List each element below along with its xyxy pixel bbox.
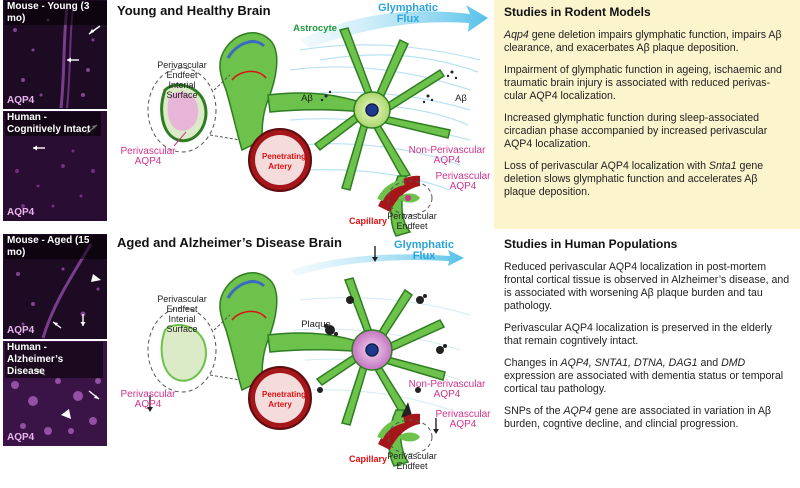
aqp4-stain-label: AQP4 <box>7 325 35 336</box>
vessel-endfeet-bottom <box>219 272 312 430</box>
endfeet-surface-label: Perivascular Endfeet Interial Surface <box>157 294 207 334</box>
human-finding-1: Reduced perivascular AQP4 localization i… <box>504 261 790 312</box>
aqp4-stain-label: AQP4 <box>7 95 35 106</box>
section-title-aged: Aged and Alzheimer’s Disease Brain <box>117 235 342 250</box>
panel-label: Mouse - Young (3 mo) <box>5 1 107 25</box>
rodent-finding-1: Aqp4 gene deletion impairs glymphatic fu… <box>504 29 782 54</box>
glymphatic-flux-label: Glymphatic Flux <box>378 2 438 25</box>
inset-perivascular-bottom <box>147 307 241 412</box>
rodent-finding-2: Impairment of glymphatic function in age… <box>504 64 782 102</box>
glymphatic-flux-arrow-top <box>300 5 488 48</box>
capillary-top <box>377 175 433 216</box>
glymphatic-flux-arrow-bottom <box>290 246 464 276</box>
perivascular-endfeet-label: Perivascular Endfeet <box>387 451 437 471</box>
abeta-label: Aβ <box>455 93 467 104</box>
astrocyte-top <box>267 27 451 237</box>
panel-label: Human - Alzheimer’s Disease <box>5 342 103 378</box>
panel-human-ad: Human - Alzheimer’s Disease AQP4 <box>3 341 107 446</box>
rodent-studies-box: Studies in Rodent Models Aqp4 gene delet… <box>494 0 800 229</box>
glymphatic-flux-label: Glymphatic Flux <box>394 239 454 262</box>
human-finding-4: SNPs of the AQP4 gene are associated in … <box>504 405 771 430</box>
penetrating-artery-label: Penetrating Artery <box>262 152 307 171</box>
capillary-label: Capillary <box>348 454 388 464</box>
non-perivascular-aqp4-label: Non-Perivascular AQP4 <box>408 145 486 166</box>
panel-label: Human - Cognitively Intact <box>5 112 101 136</box>
panel-label: Mouse - Aged (15 mo) <box>5 235 107 259</box>
aqp4-stain-label: AQP4 <box>7 207 35 218</box>
astrocyte-label: Astrocyte <box>293 23 337 34</box>
perivascular-aqp4-right-label: Perivascular AQP4 <box>435 171 491 192</box>
vessel-endfeet-top <box>219 32 312 192</box>
aqp4-stain-label: AQP4 <box>7 432 35 443</box>
perivascular-endfeet-label: Perivascular Endfeet <box>387 211 437 231</box>
human-finding-3: Changes in AQP4, SNTA1, DTNA, DAG1 and D… <box>504 357 784 395</box>
panel-mouse-aged: Mouse - Aged (15 mo) AQP4 <box>3 234 107 339</box>
rodent-studies-title: Studies in Rodent Models <box>504 5 651 19</box>
plaque-label: Plaque <box>301 319 331 330</box>
rodent-finding-4: Loss of perivascular AQP4 localization w… <box>504 160 764 198</box>
endfeet-surface-label: Perivascular Endfeet Interial Surface <box>157 60 207 100</box>
capillary-bottom <box>377 413 439 455</box>
perivascular-aqp4-label: Perivascular AQP4 <box>120 146 176 167</box>
human-studies-box: Studies in Human Populations Reduced per… <box>494 232 800 440</box>
perivascular-aqp4-label: Perivascular AQP4 <box>120 389 176 410</box>
inset-perivascular-top <box>147 67 241 153</box>
arrowhead-icon <box>91 274 101 282</box>
perivascular-aqp4-right-label: Perivascular AQP4 <box>435 409 491 430</box>
abeta-particles-top <box>320 70 458 104</box>
capillary-label: Capillary <box>348 216 388 226</box>
panel-human-intact: Human - Cognitively Intact AQP4 <box>3 111 107 221</box>
non-perivascular-aqp4-label: Non-Perivascular AQP4 <box>408 379 486 400</box>
penetrating-artery-label: Penetrating Artery <box>262 390 307 409</box>
rodent-finding-3: Increased glymphatic function during sle… <box>504 112 768 150</box>
abeta-label: Aβ <box>301 93 313 104</box>
arrowhead-icon <box>61 409 71 419</box>
section-title-young: Young and Healthy Brain <box>117 3 271 18</box>
panel-mouse-young: Mouse - Young (3 mo) AQP4 <box>3 0 107 109</box>
human-studies-title: Studies in Human Populations <box>504 237 678 251</box>
human-finding-2: Perivascular AQP4 localization is preser… <box>504 322 772 347</box>
